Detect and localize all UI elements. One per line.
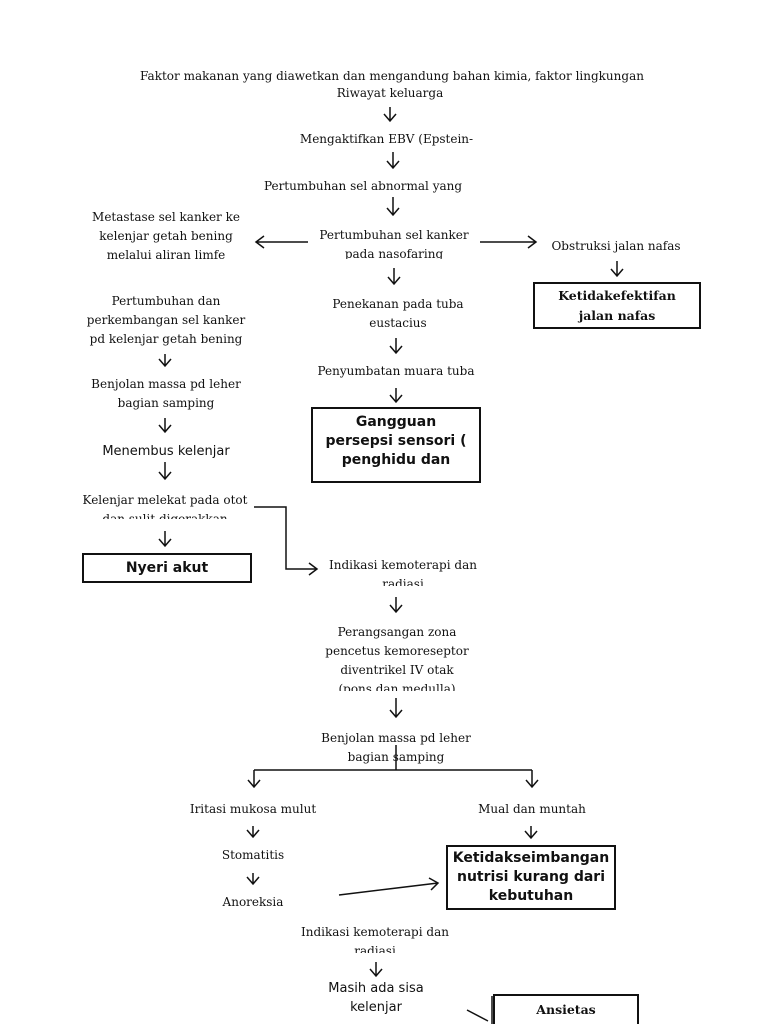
node-tuba-pressure: Penekanan pada tuba eustacius — [332, 297, 464, 330]
branch-line — [247, 745, 539, 789]
node-metastasis: Metastase sel kanker ke kelenjar getah b… — [92, 210, 240, 262]
node-chemo-indication-2: Indikasi kemoterapi dan radiasi — [301, 925, 449, 953]
diagnosis-sensory: Gangguan persepsi sensori ( penghidu dan — [311, 407, 481, 483]
node-zone-stimulation: Perangsangan zona pencetus kemoreseptor … — [325, 625, 469, 691]
node-remaining-gland: Masih ada sisa kelenjar — [328, 981, 424, 1015]
diagnosis-airway: Ketidakefektifan jalan nafas — [533, 282, 701, 329]
arrow-down-l4 — [158, 531, 172, 548]
arrow-down-airway — [610, 261, 624, 278]
arrow-down-8 — [389, 698, 403, 719]
node-oral-irritation: Iritasi mukosa mulut — [189, 802, 317, 816]
node-gland-attached: Kelenjar melekat pada otot dan sulit dig… — [82, 493, 248, 519]
node-penetrate-gland: Menembus kelenjar — [102, 444, 230, 459]
node-airway-obstruction: Obstruksi jalan nafas — [551, 239, 681, 253]
arrow-down-9 — [369, 962, 383, 978]
arrow-down-l1 — [158, 354, 172, 368]
arrow-down-3 — [386, 197, 400, 217]
node-lymph-growth: Pertumbuhan dan perkembangan sel kanker … — [86, 294, 246, 346]
arrow-down-1 — [383, 107, 397, 123]
arrow-down-l5 — [246, 826, 260, 839]
arrow-down-2 — [386, 152, 400, 170]
node-stomatitis: Stomatitis — [221, 848, 285, 862]
node-tuba-blockage: Penyumbatan muara tuba — [317, 364, 475, 378]
node-nasopharynx-growth: Pertumbuhan sel kanker pada nasofaring — [319, 228, 469, 259]
arrow-down-l3 — [158, 462, 172, 481]
node-nausea: Mual dan muntah — [478, 802, 586, 816]
node-neck-mass: Benjolan massa pd leher bagian samping — [91, 377, 241, 410]
node-neck-mass-2: Benjolan massa pd leher bagian samping — [321, 731, 471, 764]
arrow-down-l6 — [246, 873, 260, 886]
diagnosis-pain: Nyeri akut — [82, 553, 252, 583]
node-abnormal-growth: Pertumbuhan sel abnormal yang tak — [263, 179, 463, 193]
node-anorexia: Anoreksia — [222, 895, 284, 909]
elbow-connector — [254, 506, 319, 576]
node-ebv: Mengaktifkan EBV (Epstein-Barr — [299, 132, 474, 146]
diagnosis-anxiety: Ansietas — [493, 994, 639, 1024]
anxiety-connector — [466, 996, 493, 1024]
arrow-right-obstruction — [480, 235, 538, 249]
diagnosis-nutrition: Ketidakseimbangan nutrisi kurang dari ke… — [446, 845, 616, 910]
node-factors: Faktor makanan yang diawetkan dan mengan… — [140, 69, 644, 83]
node-chemo-indication: Indikasi kemoterapi dan radiasi — [329, 558, 477, 586]
arrow-down-6 — [389, 388, 403, 404]
arrow-down-5 — [389, 338, 403, 355]
arrow-down-r1 — [524, 826, 538, 840]
arrow-down-l2 — [158, 418, 172, 434]
arrow-down-4 — [387, 268, 401, 286]
node-family-history: Riwayat keluarga — [336, 86, 444, 100]
arrow-anorexia-nutrition — [338, 877, 440, 896]
arrow-down-7 — [389, 597, 403, 614]
arrow-left-metastasis — [254, 235, 308, 249]
diagnosis-sensory-label: Gangguan persepsi sensori ( penghidu dan — [325, 414, 467, 468]
